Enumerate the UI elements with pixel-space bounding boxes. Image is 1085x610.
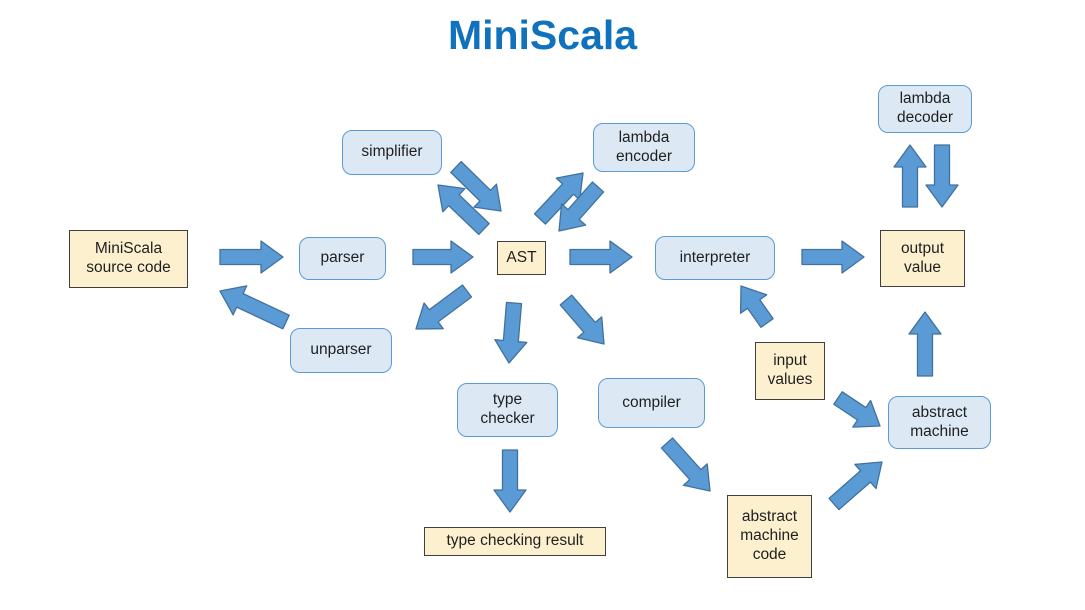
node-label: abstract machine code [740,508,799,563]
arrow-ast-to-unparser [415,284,473,330]
node-label: type checking result [446,532,584,550]
node-label: type checker [480,391,535,427]
node-label: AST [506,248,537,266]
node-label: unparser [310,341,372,359]
node-label: input values [767,352,813,388]
node-label: interpreter [679,248,751,266]
node-label: compiler [622,393,681,411]
arrow-abstract_machine_code-to-abstract_machine [828,461,883,511]
arrow-parser-to-ast [412,240,474,274]
arrow-miniscala_source_code-to-parser [219,240,284,274]
node-compiler: compiler [598,378,705,428]
node-abstract-machine-code: abstract machine code [727,495,812,578]
node-ast: AST [497,241,546,275]
arrow-input_values-to-abstract_machine [833,391,881,428]
node-simplifier: simplifier [342,130,442,175]
arrow-type_checker-to-type_checking_result [493,449,527,513]
arrow-input_values-to-interpreter [739,285,774,328]
node-input-values: input values [755,342,825,400]
node-label: lambda encoder [615,128,672,165]
arrow-lambda_encoder-to-ast [558,181,605,232]
diagram-title: MiniScala [447,12,638,58]
node-label: output value [900,239,945,276]
node-type-checking-result: type checking result [424,527,606,556]
node-label: abstract machine [910,403,969,440]
node-output-value: output value [880,230,965,287]
node-lambda-decoder: lambda decoder [878,85,972,133]
node-type-checker: type checker [457,383,558,437]
node-unparser: unparser [290,328,392,373]
arrow-interpreter-to-output_value [801,240,865,274]
arrow-ast-to-compiler [559,294,605,345]
arrow-ast-to-interpreter [569,240,633,274]
arrow-unparser-to-miniscala_source_code [219,285,290,330]
node-abstract-machine: abstract machine [888,396,991,449]
arrow-ast-to-type_checker [494,301,528,364]
arrow-simplifier-to-ast [450,160,502,212]
arrow-compiler-to-abstract_machine_code [660,437,711,492]
node-miniscala-source-code: MiniScala source code [69,230,188,288]
node-parser: parser [299,237,386,280]
arrow-lambda_decoder-to-output_value [925,144,959,208]
node-label: lambda decoder [896,90,953,126]
arrow-output_value-to-lambda_decoder [893,144,927,208]
node-label: parser [320,249,365,267]
node-lambda-encoder: lambda encoder [593,123,695,172]
node-label: simplifier [361,143,423,161]
node-interpreter: interpreter [655,236,775,280]
node-label: MiniScala source code [86,240,171,276]
arrow-ast-to-simplifier [437,184,490,236]
arrow-abstract_machine-to-output_value [908,311,942,377]
arrow-ast-to-lambda_encoder [533,172,584,225]
